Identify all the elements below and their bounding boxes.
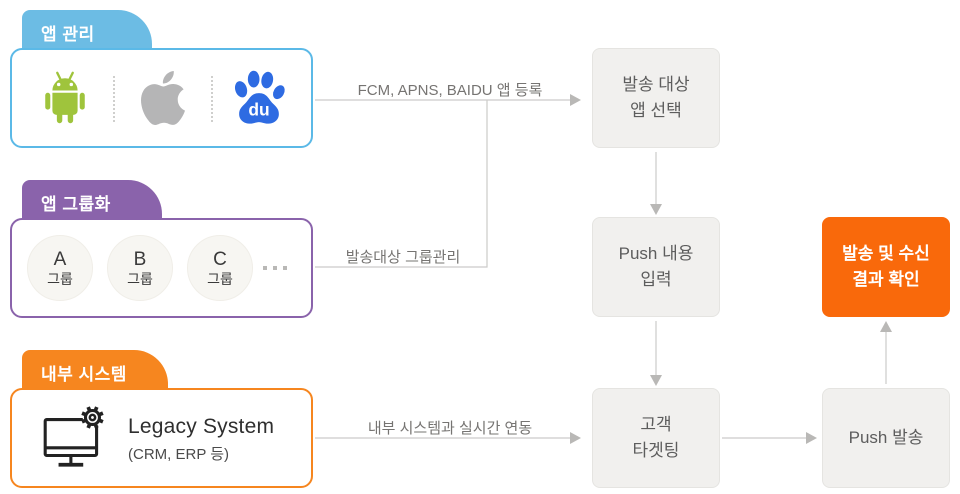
flow-box-line: 타겟팅 (632, 441, 680, 460)
panel-app-grouping: A 그룹 B 그룹 C 그룹 (10, 218, 313, 318)
legacy-system-subtitle: (CRM, ERP 등) (128, 446, 230, 463)
arrowhead-right-icon (570, 432, 581, 444)
group-letter: B (133, 249, 147, 271)
flow-box-line: Push 내용 (618, 243, 694, 263)
edge-label-app-registration: FCM, APNS, BAIDU 앱 등록 (357, 82, 543, 99)
edge-label-group-management: 발송대상 그룹관리 (345, 249, 461, 266)
monitor-gear-icon (38, 400, 112, 479)
flow-box-select-app: 발송 대상 앱 선택 (592, 48, 720, 148)
flow-box-line: 발송 대상 (622, 74, 690, 94)
flow-box-line: 고객 (640, 414, 672, 434)
arrowhead-right-icon (806, 432, 817, 444)
flow-box-result-check: 발송 및 수신 결과 확인 (822, 217, 950, 317)
baidu-du-text: du (248, 99, 269, 119)
group-word: 그룹 (127, 270, 153, 287)
flow-box-line: 입력 (640, 270, 672, 289)
tab-app-grouping-label: 앱 그룹화 (41, 194, 111, 214)
android-icon (33, 66, 97, 130)
tab-internal-system: 내부 시스템 (22, 350, 168, 394)
dotted-divider (211, 76, 213, 122)
group-word: 그룹 (47, 270, 73, 287)
panel-app-management: du (10, 48, 313, 148)
flow-box-line: 결과 확인 (852, 270, 920, 289)
flow-box-targeting: 고객 타겟팅 (592, 388, 720, 488)
tab-internal-system-label: 내부 시스템 (41, 364, 127, 384)
tab-app-management: 앱 관리 (22, 10, 152, 54)
flow-box-push-send: Push 발송 (822, 388, 950, 488)
arrowhead-right-icon (570, 94, 581, 106)
flow-box-line: Push 발송 (848, 427, 924, 447)
arrowhead-down-icon (650, 204, 662, 215)
edge-label-realtime-sync: 내부 시스템과 실시간 연동 (367, 420, 533, 437)
legacy-system-title: Legacy System (128, 415, 275, 438)
arrowhead-up-icon (880, 321, 892, 332)
group-circle-b: B 그룹 (107, 235, 173, 301)
ellipsis-icon (263, 220, 287, 316)
flow-box-line: 발송 및 수신 (842, 243, 930, 263)
group-circle-c: C 그룹 (187, 235, 253, 301)
group-letter: C (213, 249, 227, 271)
group-word: 그룹 (207, 270, 233, 287)
group-letter: A (53, 249, 67, 271)
group-circle-a: A 그룹 (27, 235, 93, 301)
tab-app-grouping: 앱 그룹화 (22, 180, 162, 224)
dotted-divider (113, 76, 115, 122)
apple-icon (131, 66, 195, 130)
tab-app-management-label: 앱 관리 (41, 24, 95, 44)
flow-box-line: 앱 선택 (630, 101, 682, 120)
flow-box-push-content: Push 내용 입력 (592, 217, 720, 317)
baidu-icon: du (227, 66, 291, 130)
arrowhead-down-icon (650, 375, 662, 386)
panel-internal-system: Legacy System (CRM, ERP 등) (10, 388, 313, 488)
edge-line-group-management (315, 100, 488, 268)
